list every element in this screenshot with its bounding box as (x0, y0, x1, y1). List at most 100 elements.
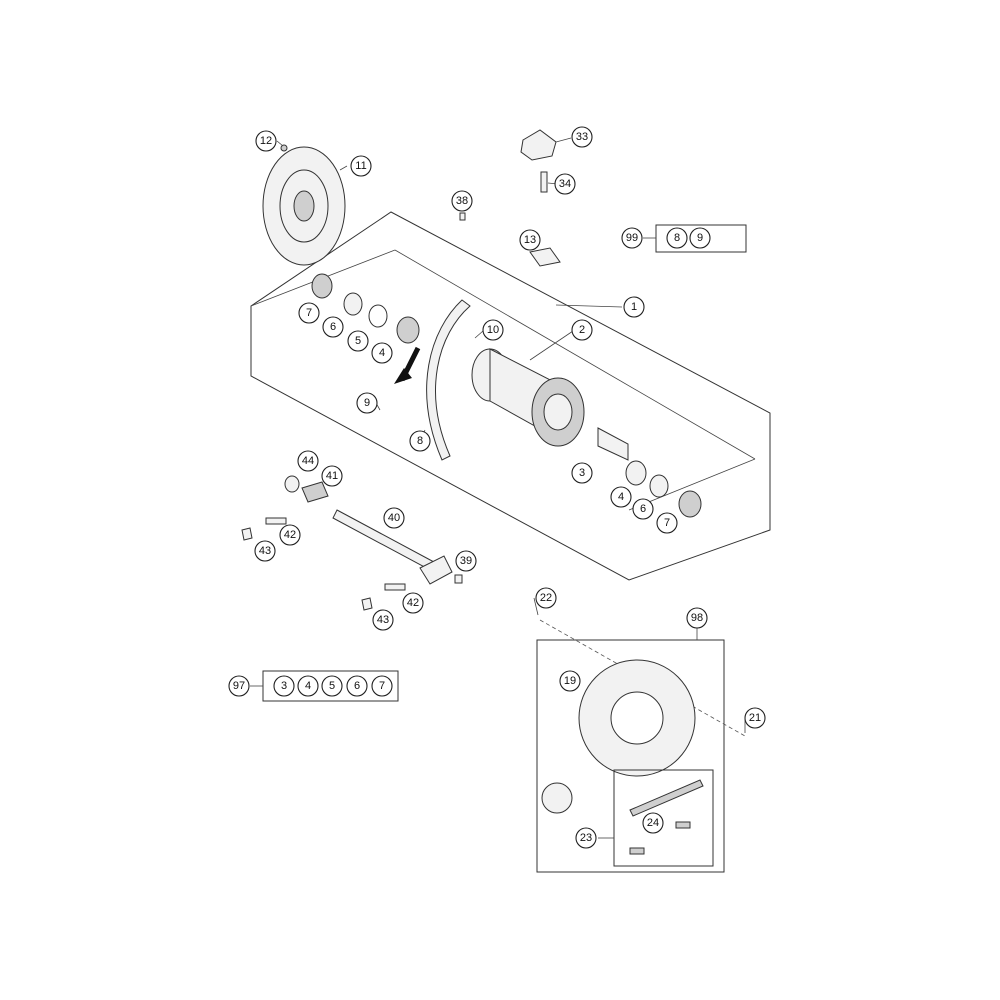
svg-text:7: 7 (306, 307, 312, 319)
svg-text:23: 23 (580, 832, 592, 844)
svg-text:4: 4 (379, 347, 385, 359)
callout-39: 39 (455, 550, 477, 572)
svg-text:8: 8 (674, 232, 680, 244)
svg-text:19: 19 (564, 675, 576, 687)
front-sprocket (541, 782, 573, 814)
callout-42-top: 42 (279, 524, 301, 546)
callout-44: 44 (297, 450, 319, 472)
callout-97-item-3: 3 (273, 675, 295, 697)
svg-text:6: 6 (354, 680, 360, 692)
callout-33: 33 (571, 126, 593, 148)
callout-43-top: 43 (254, 540, 276, 562)
kit-box-99 (655, 224, 747, 253)
callout-97: 97 (228, 675, 250, 697)
callout-40: 40 (383, 507, 405, 529)
chain-guide-part (520, 129, 557, 193)
svg-text:99: 99 (626, 232, 638, 244)
brake-disc (262, 144, 346, 266)
callout-8: 8 (409, 430, 431, 452)
left-bearing-stack (311, 273, 420, 344)
callout-11: 11 (350, 155, 372, 177)
svg-text:8: 8 (417, 435, 423, 447)
disc-screw (280, 144, 288, 152)
callout-97-item-5: 5 (321, 675, 343, 697)
svg-text:11: 11 (355, 160, 366, 172)
svg-text:43: 43 (259, 545, 271, 557)
svg-text:6: 6 (330, 321, 336, 333)
right-bearing-stack (597, 427, 702, 518)
callout-22: 22 (535, 587, 557, 609)
svg-text:44: 44 (302, 455, 314, 467)
svg-text:22: 22 (540, 592, 552, 604)
callout-97-item-7: 7 (371, 675, 393, 697)
svg-text:7: 7 (664, 517, 670, 529)
bolt-34 (540, 171, 548, 193)
svg-text:5: 5 (329, 680, 335, 692)
svg-text:24: 24 (647, 817, 659, 829)
callout-12: 12 (255, 130, 277, 152)
svg-text:97: 97 (233, 680, 245, 692)
sprocket-kit-frame (536, 619, 746, 873)
chain (629, 779, 704, 817)
callout-6-left: 6 (322, 316, 344, 338)
callout-98: 98 (686, 607, 708, 629)
axle-screw-bottom (384, 583, 406, 591)
svg-text:13: 13 (524, 234, 536, 246)
callout-24: 24 (642, 812, 664, 834)
svg-text:34: 34 (559, 178, 571, 190)
svg-text:9: 9 (364, 397, 370, 409)
svg-text:39: 39 (460, 555, 472, 567)
axle-parts (241, 475, 463, 611)
svg-text:9: 9 (697, 232, 703, 244)
callout-10: 10 (482, 319, 504, 341)
callout-9: 9 (356, 392, 378, 414)
svg-text:42: 42 (407, 597, 419, 609)
callout-4-right: 4 (610, 486, 632, 508)
callout-99-item-8: 8 (666, 227, 688, 249)
svg-text:7: 7 (379, 680, 385, 692)
callout-13: 13 (519, 229, 541, 251)
svg-text:4: 4 (305, 680, 311, 692)
callout-19: 19 (559, 670, 581, 692)
svg-text:42: 42 (284, 529, 296, 541)
svg-text:33: 33 (576, 131, 588, 143)
svg-text:3: 3 (579, 467, 585, 479)
svg-text:12: 12 (260, 135, 272, 147)
svg-text:4: 4 (618, 491, 624, 503)
screw-38 (459, 212, 466, 221)
callout-7-right: 7 (656, 512, 678, 534)
svg-text:41: 41 (326, 470, 338, 482)
callout-2: 2 (571, 319, 593, 341)
callout-34: 34 (554, 173, 576, 195)
callout-5: 5 (347, 330, 369, 352)
svg-text:5: 5 (355, 335, 361, 347)
svg-text:10: 10 (487, 324, 499, 336)
rotation-arrow-head (394, 368, 412, 384)
svg-text:40: 40 (388, 512, 400, 524)
callout-3: 3 (571, 462, 593, 484)
callout-4-left: 4 (371, 342, 393, 364)
spoke-nipple-set (529, 247, 561, 267)
callout-97-item-6: 6 (346, 675, 368, 697)
svg-text:21: 21 (749, 712, 761, 724)
svg-text:6: 6 (640, 503, 646, 515)
callout-41: 41 (321, 465, 343, 487)
callout-21: 21 (744, 707, 766, 729)
wheel-hub (471, 348, 585, 447)
axle-screw-top (265, 517, 287, 525)
callout-7-left: 7 (298, 302, 320, 324)
rim-segment (394, 299, 471, 461)
svg-text:1: 1 (631, 301, 637, 313)
callout-99: 99 (621, 227, 643, 249)
callout-6-right: 6 (632, 498, 654, 520)
callout-42-bottom: 42 (402, 592, 424, 614)
svg-text:2: 2 (579, 324, 585, 336)
callout-97-item-4: 4 (297, 675, 319, 697)
callout-99-item-9: 9 (689, 227, 711, 249)
leader-lines (276, 137, 746, 733)
callout-23: 23 (575, 827, 597, 849)
svg-text:38: 38 (456, 195, 468, 207)
svg-text:3: 3 (281, 680, 287, 692)
svg-text:43: 43 (377, 614, 389, 626)
